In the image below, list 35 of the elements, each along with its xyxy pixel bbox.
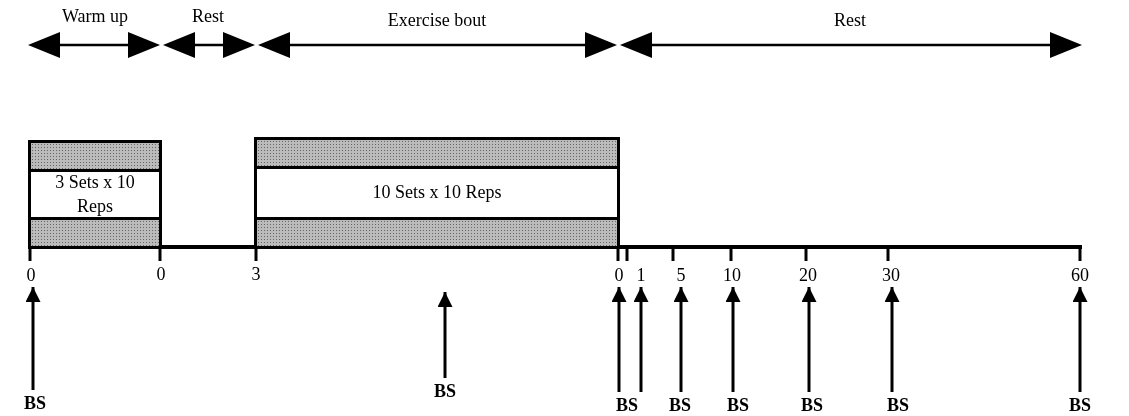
time-label: 30 — [880, 265, 902, 285]
time-label: 3 — [251, 264, 261, 285]
arrow — [611, 287, 627, 392]
arrow — [25, 287, 41, 390]
sample-label: BS — [430, 380, 460, 402]
time-label: 60 — [1069, 265, 1091, 285]
arrow — [673, 287, 689, 392]
sample-label: BS — [797, 394, 827, 416]
sample-label: BS — [612, 394, 642, 416]
time-label: 10 — [721, 265, 743, 285]
time-label: 0 — [612, 265, 626, 285]
arrow — [1072, 287, 1088, 392]
phase-label: Rest — [192, 6, 224, 27]
arrow — [884, 287, 900, 392]
sample-label: BS — [883, 394, 913, 416]
arrow — [437, 292, 453, 378]
arrow — [633, 287, 649, 392]
phase-label: Warm up — [62, 6, 128, 27]
time-label: 0 — [156, 264, 166, 285]
exercise-block — [28, 140, 162, 249]
arrow — [801, 287, 817, 392]
time-label: 5 — [673, 265, 689, 285]
phase-label: Exercise bout — [387, 10, 487, 31]
sample-label: BS — [723, 394, 753, 416]
arrow — [725, 287, 741, 392]
sample-label: BS — [1065, 394, 1095, 416]
time-label: 1 — [634, 265, 648, 285]
time-label: 0 — [23, 265, 39, 285]
sample-label: BS — [20, 392, 50, 414]
block-text: 10 Sets x 10 Reps — [372, 181, 502, 205]
time-label: 20 — [797, 265, 819, 285]
exercise-block — [254, 137, 620, 249]
phase-label: Rest — [834, 10, 866, 31]
sample-label: BS — [665, 394, 695, 416]
block-text: 3 Sets x 10 Reps — [54, 171, 136, 218]
